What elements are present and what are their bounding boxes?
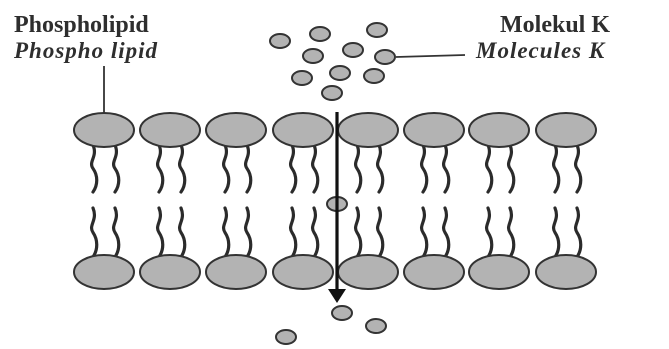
upper-phospholipid-head-5: [337, 112, 399, 148]
upper-tail-left-4: [288, 143, 298, 194]
upper-tail-right-7: [506, 143, 516, 194]
upper-tail-right-8: [573, 143, 583, 194]
lower-tail-left-5: [353, 206, 363, 259]
upper-tail-left-3: [221, 143, 231, 194]
lower-tail-left-8: [551, 206, 561, 259]
upper-tail-left-6: [419, 143, 429, 194]
molecule-k-5: [342, 42, 364, 58]
molecule-k-4: [302, 48, 324, 64]
molecule-k-below-1: [331, 305, 353, 321]
lower-tail-right-3: [243, 206, 253, 259]
upper-tail-right-3: [243, 143, 253, 194]
upper-phospholipid-head-1: [73, 112, 135, 148]
upper-phospholipid-head-6: [403, 112, 465, 148]
molecule-k-9: [363, 68, 385, 84]
lower-tail-right-1: [111, 206, 121, 259]
molecule-k-10: [321, 85, 343, 101]
upper-phospholipid-head-2: [139, 112, 201, 148]
upper-tail-right-2: [177, 143, 187, 194]
lower-phospholipid-head-5: [337, 254, 399, 290]
lower-phospholipid-head-1: [73, 254, 135, 290]
upper-tail-right-1: [111, 143, 121, 194]
lower-tail-right-8: [573, 206, 583, 259]
lower-tail-left-2: [155, 206, 165, 259]
lower-phospholipid-head-4: [272, 254, 334, 290]
lower-phospholipid-head-2: [139, 254, 201, 290]
upper-tail-left-8: [551, 143, 561, 194]
upper-phospholipid-head-3: [205, 112, 267, 148]
lower-phospholipid-head-8: [535, 254, 597, 290]
lower-tail-left-3: [221, 206, 231, 259]
molecule-k-1: [269, 33, 291, 49]
upper-tail-left-2: [155, 143, 165, 194]
molecule-k-8: [329, 65, 351, 81]
upper-tail-right-6: [441, 143, 451, 194]
molecule-k-7: [291, 70, 313, 86]
molecule-k-below-2: [365, 318, 387, 334]
lower-tail-left-1: [89, 206, 99, 259]
lower-tail-left-6: [419, 206, 429, 259]
molecule-k-2: [309, 26, 331, 42]
molekul-k-label: Molekul K: [500, 12, 611, 38]
upper-tail-left-7: [484, 143, 494, 194]
upper-tail-right-4: [310, 143, 320, 194]
phospholipid-label: Phospholipid: [14, 12, 149, 38]
molecule-leader-line: [395, 54, 466, 58]
molecules-k-label-english: Molecules K: [476, 38, 606, 63]
lower-tail-left-4: [288, 206, 298, 259]
upper-phospholipid-head-7: [468, 112, 530, 148]
upper-tail-left-5: [353, 143, 363, 194]
upper-phospholipid-head-8: [535, 112, 597, 148]
molecule-k-6: [374, 49, 396, 65]
transport-arrow-head: [328, 289, 346, 303]
lower-phospholipid-head-6: [403, 254, 465, 290]
upper-tail-left-1: [89, 143, 99, 194]
molecule-k-below-3: [275, 329, 297, 345]
upper-tail-right-5: [375, 143, 385, 194]
lower-tail-right-5: [375, 206, 385, 259]
molecule-k-3: [366, 22, 388, 38]
lower-phospholipid-head-3: [205, 254, 267, 290]
lower-phospholipid-head-7: [468, 254, 530, 290]
lower-tail-right-6: [441, 206, 451, 259]
lower-tail-right-4: [310, 206, 320, 259]
upper-phospholipid-head-4: [272, 112, 334, 148]
lower-tail-left-7: [484, 206, 494, 259]
lower-tail-right-2: [177, 206, 187, 259]
lower-tail-right-7: [506, 206, 516, 259]
phospholipid-label-english: Phospho lipid: [14, 38, 159, 63]
